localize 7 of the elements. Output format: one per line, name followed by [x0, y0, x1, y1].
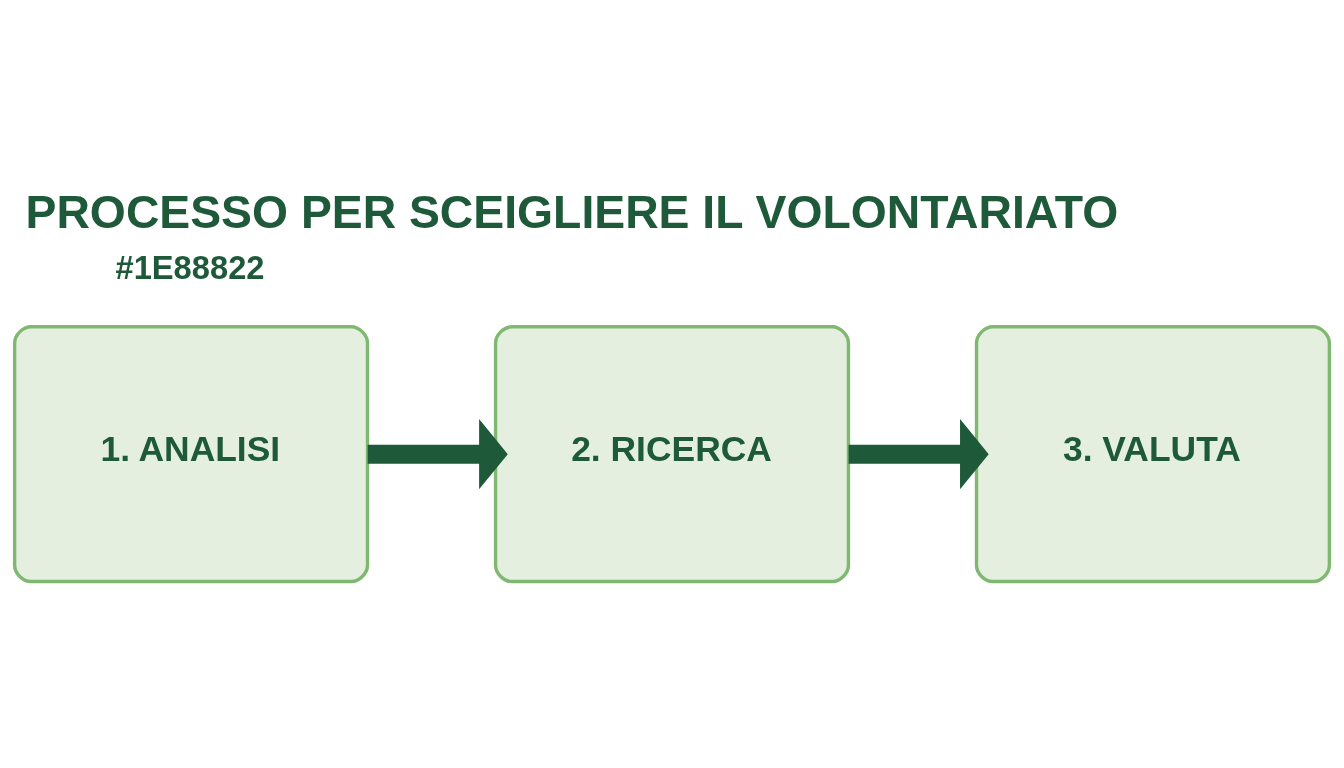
- arrow: [367, 419, 508, 490]
- node-box: 1. ANALISI: [12, 325, 370, 584]
- node-box: 2. RICERCA: [493, 325, 851, 584]
- label: #1E88822: [115, 249, 265, 287]
- diagram-title: PROCESSO PER SCEIGLIERE IL VOLONTARIATO: [25, 185, 1119, 238]
- node-box: 3. VALUTA: [974, 325, 1332, 584]
- arrow: [848, 419, 989, 490]
